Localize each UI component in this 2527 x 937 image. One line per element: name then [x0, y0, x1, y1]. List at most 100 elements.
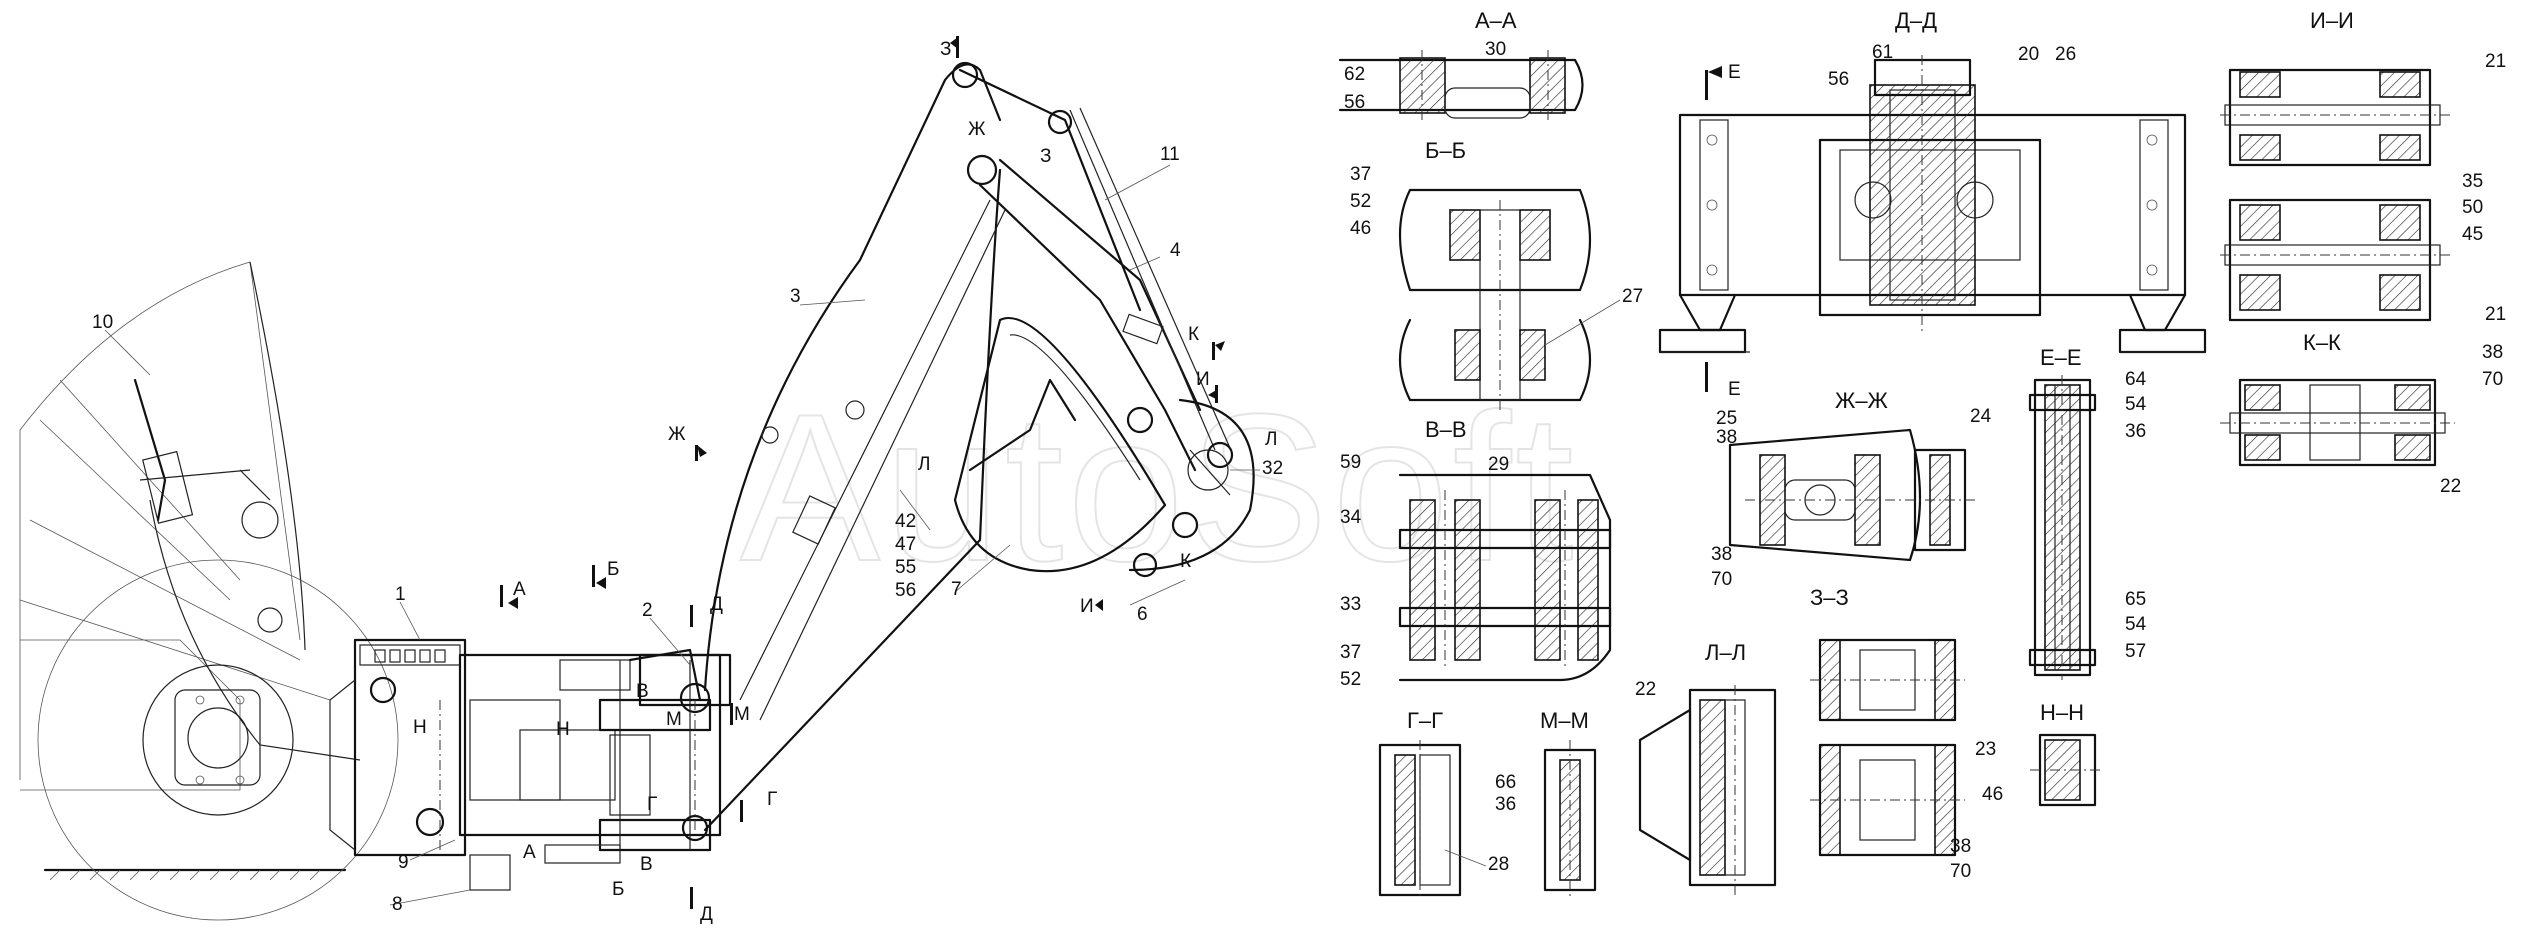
section-title-ee: Е–Е [2040, 345, 2082, 370]
svg-text:20: 20 [2018, 44, 2039, 65]
svg-text:И: И [1196, 369, 1210, 390]
svg-text:37: 37 [1350, 164, 1371, 185]
svg-text:62: 62 [1344, 64, 1365, 85]
svg-text:29: 29 [1488, 454, 1509, 475]
section-ee: Е–Е 64 54 36 65 54 57 [2028, 345, 2147, 680]
svg-text:Л: Л [918, 454, 930, 475]
svg-text:52: 52 [1340, 669, 1361, 690]
section-title-vv: В–В [1425, 417, 1467, 442]
section-dd: Д–Д 61 56 20 26 Е Е [1658, 8, 2207, 400]
svg-text:52: 52 [1350, 191, 1371, 212]
section-zz: З–З 23 38 70 [1810, 585, 1996, 882]
section-title-dd: Д–Д [1895, 8, 1937, 33]
svg-text:33: 33 [1340, 594, 1361, 615]
svg-text:К: К [1180, 551, 1191, 572]
svg-text:26: 26 [2055, 44, 2076, 65]
svg-text:38: 38 [1716, 427, 1737, 448]
section-mm: М–М 66 36 [1495, 708, 1597, 900]
main-cut-markers: З Ж З Ж К И Л Л К И А Б А Б Д Д В В Г Г … [413, 39, 1277, 925]
watermark: AutoSoft [740, 370, 1578, 605]
svg-text:Б: Б [607, 559, 619, 580]
svg-text:Н: Н [556, 719, 570, 740]
svg-text:11: 11 [1160, 144, 1180, 165]
section-title-mm: М–М [1540, 708, 1589, 733]
svg-text:64: 64 [2125, 369, 2147, 390]
svg-text:34: 34 [1340, 507, 1362, 528]
svg-text:36: 36 [1495, 794, 1516, 815]
svg-text:Е: Е [1728, 379, 1741, 400]
svg-text:З: З [940, 39, 951, 60]
svg-text:59: 59 [1340, 452, 1361, 473]
section-gg: Г–Г 28 [1378, 708, 1509, 900]
svg-text:70: 70 [1950, 861, 1971, 882]
svg-text:8: 8 [392, 894, 403, 915]
svg-text:70: 70 [2482, 369, 2503, 390]
svg-text:25: 25 [1716, 408, 1737, 429]
svg-text:38: 38 [1950, 836, 1971, 857]
svg-text:6: 6 [1137, 604, 1148, 625]
section-title-nn: Н–Н [2040, 700, 2084, 725]
svg-text:32: 32 [1262, 458, 1283, 479]
svg-text:В: В [636, 681, 649, 702]
svg-text:М: М [734, 704, 750, 725]
svg-text:36: 36 [2125, 421, 2146, 442]
svg-text:3: 3 [790, 286, 801, 307]
svg-text:46: 46 [1982, 784, 2003, 805]
svg-text:45: 45 [2462, 224, 2483, 245]
section-title-aa: А–А [1475, 8, 1517, 33]
svg-text:30: 30 [1485, 39, 1506, 60]
svg-text:В: В [640, 854, 653, 875]
section-zhzh: Ж–Ж 25 38 38 70 24 [1711, 388, 1992, 590]
svg-text:Д: Д [710, 594, 723, 615]
svg-text:65: 65 [2125, 589, 2146, 610]
svg-text:Г: Г [647, 794, 657, 815]
svg-text:А: А [513, 579, 526, 600]
svg-text:Е: Е [1728, 62, 1741, 83]
svg-text:46: 46 [1350, 218, 1371, 239]
svg-text:50: 50 [2462, 197, 2483, 218]
section-bb: Б–Б 37 52 46 27 [1350, 138, 1643, 410]
svg-text:Л: Л [1265, 429, 1277, 450]
section-aa: А–А 62 56 30 [1338, 8, 1584, 120]
svg-text:Ж: Ж [968, 119, 986, 140]
svg-text:Н: Н [413, 717, 427, 738]
svg-text:М: М [666, 709, 682, 730]
main-cut-arrows [500, 36, 1225, 909]
svg-text:27: 27 [1622, 286, 1643, 307]
section-title-zz: З–З [1810, 585, 1849, 610]
section-kk: К–К 38 70 22 [2220, 330, 2503, 497]
svg-text:42: 42 [895, 511, 916, 532]
svg-text:56: 56 [1828, 69, 1849, 90]
svg-text:Д: Д [700, 904, 713, 925]
svg-text:22: 22 [1635, 679, 1656, 700]
svg-text:38: 38 [2482, 342, 2503, 363]
svg-text:4: 4 [1170, 240, 1181, 261]
svg-text:54: 54 [2125, 394, 2147, 415]
svg-text:И: И [1080, 596, 1094, 617]
svg-text:54: 54 [2125, 614, 2147, 635]
section-vv: В–В 59 34 33 37 52 29 [1340, 417, 1612, 690]
svg-text:22: 22 [2440, 476, 2461, 497]
svg-text:9: 9 [398, 852, 409, 873]
main-part-labels: 10 1 2 3 4 11 6 7 32 42 47 55 56 9 8 [92, 144, 1283, 915]
svg-text:47: 47 [895, 534, 916, 555]
svg-text:57: 57 [2125, 641, 2146, 662]
svg-text:23: 23 [1975, 739, 1996, 760]
svg-text:А: А [523, 842, 536, 863]
svg-text:38: 38 [1711, 544, 1732, 565]
svg-text:2: 2 [642, 600, 653, 621]
mounting-frame [329, 638, 732, 891]
main-view [19, 61, 1255, 921]
svg-text:56: 56 [1344, 92, 1365, 113]
svg-text:Ж: Ж [668, 424, 686, 445]
section-title-kk: К–К [2303, 330, 2341, 355]
svg-text:28: 28 [1488, 854, 1509, 875]
svg-text:66: 66 [1495, 772, 1516, 793]
svg-text:Г: Г [767, 789, 777, 810]
section-ll: Л–Л 22 [1635, 640, 1777, 895]
svg-text:21: 21 [2485, 51, 2506, 72]
section-nn: Н–Н 46 [1982, 700, 2100, 807]
svg-text:70: 70 [1711, 569, 1732, 590]
section-title-bb: Б–Б [1425, 138, 1466, 163]
